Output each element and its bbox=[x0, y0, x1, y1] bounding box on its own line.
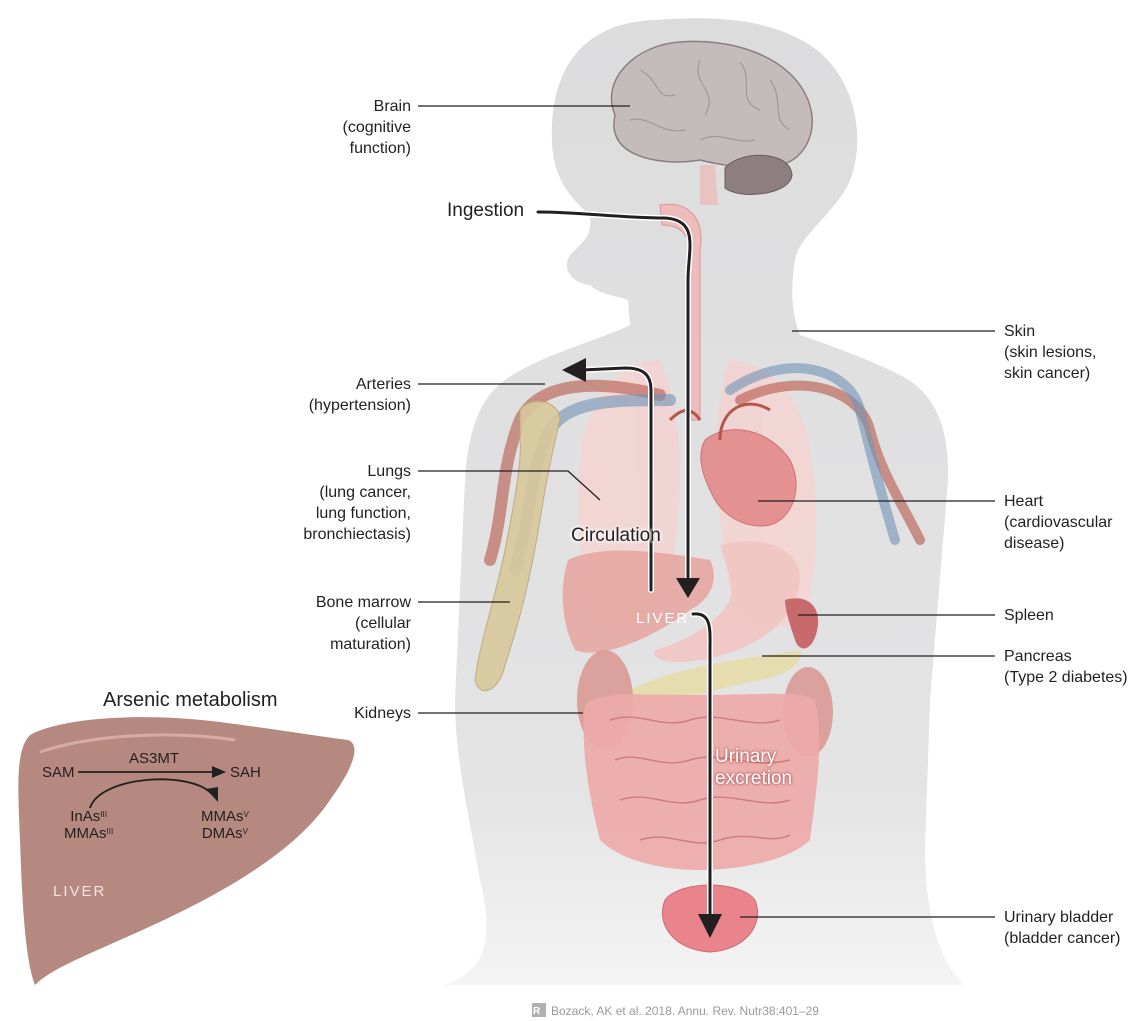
label-brain: Brain (cognitive function) bbox=[343, 96, 411, 159]
label-urinary-excretion: Urinary excretion bbox=[715, 746, 792, 790]
label-bone-marrow: Bone marrow (cellular maturation) bbox=[316, 592, 411, 655]
metabolism-substrates: InAsIII MMAsIII bbox=[64, 808, 113, 842]
label-liver-body: LIVER bbox=[636, 610, 689, 627]
label-lungs: Lungs (lung cancer, lung function, bronc… bbox=[303, 461, 411, 545]
label-kidneys: Kidneys bbox=[354, 703, 411, 724]
label-arteries: Arteries (hypertension) bbox=[309, 374, 411, 416]
metabolism-enzyme: AS3MT bbox=[129, 750, 179, 767]
svg-text:R: R bbox=[533, 1006, 541, 1017]
metabolism-liver-label: LIVER bbox=[53, 883, 106, 900]
label-urinary-bladder: Urinary bladder (bladder cancer) bbox=[1004, 907, 1121, 949]
citation-credit: Bozack, AK et al. 2018. Annu. Rev. Nutr3… bbox=[551, 1004, 819, 1018]
label-ingestion: Ingestion bbox=[447, 200, 524, 222]
label-circulation: Circulation bbox=[571, 525, 661, 547]
label-skin: Skin (skin lesions, skin cancer) bbox=[1004, 321, 1096, 384]
label-heart: Heart (cardiovascular disease) bbox=[1004, 491, 1112, 554]
metabolism-sah: SAH bbox=[230, 764, 261, 781]
label-spleen: Spleen bbox=[1004, 605, 1054, 626]
metabolism-title: Arsenic metabolism bbox=[103, 689, 278, 712]
metabolism-liver-shape bbox=[18, 717, 354, 985]
annual-reviews-logo: R bbox=[532, 1003, 546, 1017]
metabolism-products: MMAsV DMAsV bbox=[201, 808, 249, 842]
label-pancreas: Pancreas (Type 2 diabetes) bbox=[1004, 646, 1128, 688]
metabolism-sam: SAM bbox=[42, 764, 75, 781]
